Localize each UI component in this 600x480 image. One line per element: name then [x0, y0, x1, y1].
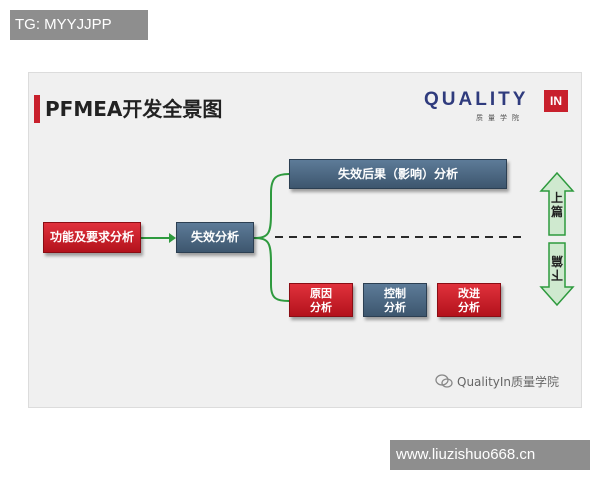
- up-label-char2: 篇: [550, 205, 563, 219]
- node-function-requirements: 功能及要求分析: [43, 222, 141, 253]
- title-accent-bar: [34, 95, 40, 123]
- improve-line2: 分析: [458, 301, 480, 314]
- up-arrow-label: 上 篇: [550, 191, 564, 219]
- qualityin-logo: QUALITY IN 质量学院: [424, 89, 574, 135]
- control-line2: 分析: [384, 301, 406, 314]
- connector-lines: [141, 171, 575, 307]
- up-label-char1: 上: [550, 191, 563, 205]
- wechat-icon: [435, 374, 453, 388]
- cause-line2: 分析: [310, 301, 332, 314]
- node-improvement-analysis: 改进 分析: [437, 283, 501, 317]
- bracket-lower: [253, 237, 290, 302]
- bracket-upper: [253, 173, 290, 239]
- node-cause-analysis: 原因 分析: [289, 283, 353, 317]
- logo-subtitle: 质量学院: [476, 114, 524, 122]
- up-arrow: [539, 171, 575, 236]
- watermark-text: QualityIn质量学院: [457, 375, 560, 389]
- down-arrow: [539, 242, 575, 307]
- node-effects-analysis: 失效后果（影响）分析: [289, 159, 507, 189]
- tg-badge: TG: MYYJJPP: [10, 10, 148, 40]
- slide-title: PFMEA开发全景图: [45, 97, 223, 121]
- improve-line1: 改进: [458, 287, 480, 300]
- node-failure-analysis: 失效分析: [176, 222, 254, 253]
- control-line1: 控制: [384, 287, 406, 300]
- pfmea-slide: PFMEA开发全景图 QUALITY IN 质量学院 功能及要求分析 失效分析 …: [28, 72, 582, 408]
- down-arrow-label: 下篇: [551, 254, 564, 282]
- logo-text: QUALITY: [424, 89, 529, 110]
- logo-in-badge: IN: [544, 90, 568, 112]
- node-control-analysis: 控制 分析: [363, 283, 427, 317]
- cause-line1: 原因: [310, 287, 332, 300]
- arrow-head-func-to-fail: [169, 233, 176, 243]
- site-url-badge: www.liuzishuo668.cn: [390, 440, 590, 470]
